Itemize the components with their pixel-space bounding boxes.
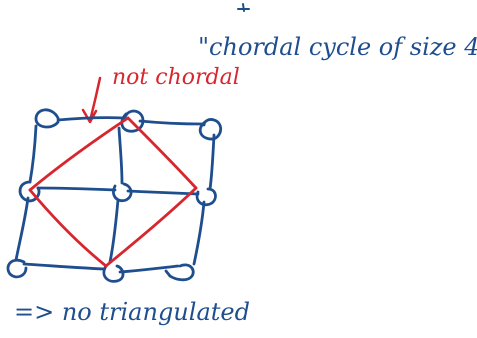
red-edge-v2-v6	[126, 116, 198, 190]
vertex-v3	[198, 118, 223, 141]
not-chordal-label: not chordal	[112, 65, 240, 90]
vertex-v2	[120, 109, 145, 133]
edge-v1-v4	[28, 124, 38, 184]
vertex-v4	[18, 180, 41, 203]
vertex-v8	[102, 264, 125, 283]
red-arrow	[81, 76, 102, 124]
red-edge-v6-v8	[104, 186, 198, 268]
red-chordless-cycle	[28, 116, 198, 268]
edge-v6-v9	[192, 200, 206, 266]
edge-v1-v2	[56, 116, 126, 122]
edge-v4-v7	[14, 196, 30, 262]
conclusion-text: => no triangulated	[14, 298, 250, 326]
edge-v7-v8	[22, 262, 106, 271]
edge-v2-v5	[117, 126, 124, 185]
red-edge-v8-v4	[28, 188, 108, 268]
blue-graph-edges	[6, 108, 223, 283]
edge-v3-v6	[208, 133, 216, 191]
vertex-v5	[112, 182, 133, 203]
vertex-v1	[34, 108, 60, 129]
tick-mark	[237, 3, 250, 12]
vertex-v7	[6, 258, 28, 279]
vertex-v6	[195, 187, 217, 207]
edge-v5-v6	[126, 189, 200, 196]
vertex-v9-hook	[164, 269, 172, 278]
title-annotation: "chordal cycle of size 4"	[198, 33, 477, 61]
edge-v8-v9	[118, 264, 180, 274]
edge-v5-v8	[108, 198, 120, 264]
vertex-v9	[168, 263, 195, 282]
red-edge-v4-v2	[28, 116, 130, 192]
edge-v2-v3	[138, 119, 204, 126]
edge-v4-v5	[36, 186, 117, 192]
